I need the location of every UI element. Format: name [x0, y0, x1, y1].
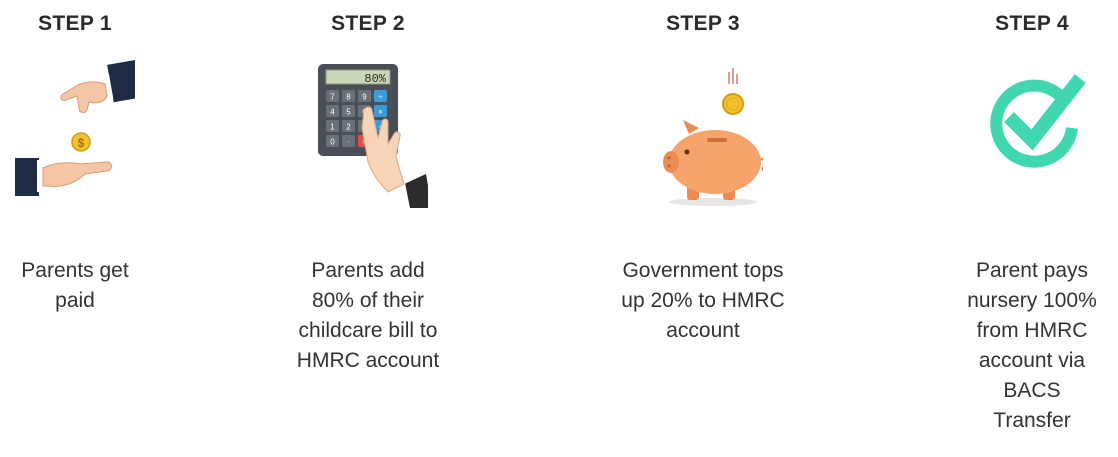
step-4: STEP 4 Parent pays nursery 100% from HMR… [912, 0, 1118, 457]
calculator-key-label: · [347, 138, 350, 147]
calculator-key [342, 90, 355, 102]
calculator-icon: 80% 789÷456×123−0·=+ [308, 58, 428, 208]
calculator-key [374, 90, 387, 102]
calculator-key-label: 0 [330, 138, 335, 147]
step-3: STEP 3 [583, 0, 823, 457]
calculator-key [342, 105, 355, 117]
calculator-key [342, 120, 355, 132]
calculator-key [326, 120, 339, 132]
step-3-title: STEP 3 [666, 12, 740, 35]
piggy-bank-icon [643, 58, 763, 208]
calculator-key-label: 1 [330, 123, 335, 132]
calculator-key [342, 135, 355, 147]
step-4-title: STEP 4 [995, 12, 1069, 35]
step-2: STEP 2 80% 789÷456×123−0·=+ Parents add … [248, 0, 488, 457]
calculator-key-label: 7 [330, 93, 335, 102]
calculator-key-label: 5 [346, 108, 351, 117]
svg-text:$: $ [78, 136, 85, 150]
calculator-key [326, 135, 339, 147]
calculator-display: 80% [364, 72, 386, 86]
calculator-key [326, 90, 339, 102]
calculator-key-label: 8 [346, 93, 351, 102]
calculator-key [374, 105, 387, 117]
step-2-description: Parents add 80% of their childcare bill … [296, 259, 440, 372]
calculator-key [358, 90, 371, 102]
step-4-description: Parent pays nursery 100% from HMRC accou… [967, 259, 1097, 432]
calculator-key-label: 4 [330, 108, 335, 117]
checkmark-icon [972, 58, 1092, 208]
step-2-title: STEP 2 [331, 12, 405, 35]
step-1-title: STEP 1 [38, 12, 112, 35]
calculator-key-label: ÷ [378, 93, 383, 102]
step-3-description: Government tops up 20% to HMRC account [621, 259, 785, 342]
calculator-key-label: 2 [346, 123, 351, 132]
step-1: STEP 1 $ Parents get paid [0, 0, 195, 457]
calculator-key-label: 9 [362, 93, 367, 102]
calculator-key [326, 105, 339, 117]
calculator-key-label: × [378, 108, 383, 117]
hand-coin-icon: $ [15, 58, 135, 208]
step-1-description: Parents get paid [21, 259, 129, 312]
